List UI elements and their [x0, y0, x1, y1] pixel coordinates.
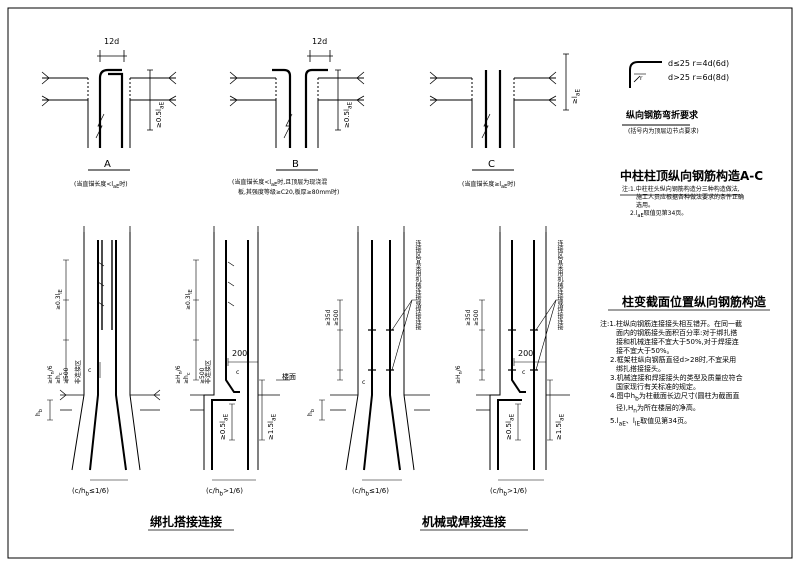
c-label-a: c	[88, 367, 92, 374]
section1-notes: 注:1.中柱柱头纵向钢筋构造分三种构造做法, 施工人员应根据各种做法要求的条件正…	[622, 186, 745, 220]
dim-b-anchor: ≥0.5laE	[343, 101, 354, 128]
lap-zone-1: 非连接区	[75, 359, 82, 384]
ratio-2: (c/hb>1/6)	[206, 487, 243, 498]
dim-lower-b: ≥1.5laE	[267, 413, 278, 440]
c-label-c: c	[362, 379, 366, 386]
lap-zone-2: 非连接区	[205, 359, 212, 384]
sheet-border	[7, 7, 793, 559]
section1-title: 中柱柱顶纵向钢筋构造A-C	[620, 169, 764, 183]
dim-12d-a: 12d	[104, 37, 120, 46]
dim-500-1: ≥500	[333, 309, 340, 326]
lower-detail-4-drawing	[476, 226, 570, 481]
side-note-2: 连接区宜采用机械连接或焊接连接	[556, 240, 563, 330]
label-a: A	[104, 159, 111, 170]
side-note-1: 连接区宜采用机械连接或焊接连接	[414, 240, 421, 330]
hb-label-b: hb	[307, 409, 317, 416]
label-b: B	[292, 159, 299, 170]
c-label-d: c	[522, 369, 526, 376]
bend-line-1: d≤25 r=4d(6d)	[668, 59, 730, 68]
bend-subtitle: (括号内为顶层边节点要求)	[628, 128, 699, 135]
detail-c-drawing	[429, 53, 569, 171]
caption-b-1: (当直锚长度<laE时,且顶层为现浇混	[232, 179, 328, 189]
c-label-b: c	[236, 369, 240, 376]
title-right: 机械或焊接连接	[422, 515, 507, 529]
dim-12d-b: 12d	[312, 37, 328, 46]
label-c: C	[488, 159, 495, 170]
ratio-3: (c/hb≤1/6)	[352, 487, 389, 498]
dim-35d-1: ≥35d	[325, 309, 332, 326]
dim-hc-2: ≥hc	[183, 372, 193, 384]
dim-lower-c: ≥0.5laE	[505, 413, 516, 440]
detail-a-drawing	[41, 50, 177, 171]
dim-35d-2: ≥35d	[465, 309, 472, 326]
caption-b-2: 板,其强度等级≥C20,板厚≥80mm时)	[238, 189, 340, 196]
section2-title: 柱变截面位置纵向钢筋构造	[622, 295, 767, 309]
caption-a: (当直锚长度<laE时)	[74, 181, 128, 191]
title-left: 绑扎搭接连接	[150, 515, 223, 529]
hb-label-a: hb	[35, 409, 45, 416]
dim-200-b: 200	[518, 349, 534, 358]
detail-b-drawing	[229, 50, 365, 171]
dim-c-anchor: ≥laE	[571, 88, 582, 104]
bend-detail-drawing	[622, 61, 690, 126]
lower-detail-3-drawing	[319, 226, 430, 481]
section2-notes: 注:1.柱纵向钢筋连接接头相互错开。在同一截 面内的钢筋接头面积百分率:对于绑扎…	[600, 320, 743, 428]
bend-line-2: d>25 r=6d(8d)	[668, 73, 730, 82]
dim-h6-3: ≥Hn/6	[455, 365, 465, 384]
lower-detail-2-drawing	[190, 226, 290, 481]
floor-label-a: 楼面	[282, 373, 296, 381]
dim-a-anchor: ≥0.5laE	[155, 101, 166, 128]
ratio-4: (c/hb>1/6)	[490, 487, 527, 498]
dim-03-2: ≥0.3llE	[185, 289, 195, 310]
dim-200-a: 200	[232, 349, 248, 358]
dim-lower-d: ≥1.5laE	[555, 413, 566, 440]
bend-r-label: r	[640, 75, 643, 82]
lower-detail-1-drawing	[47, 226, 161, 481]
caption-c: (当直锚长度≥laE时)	[462, 181, 516, 191]
dim-03-1: ≥0.3llE	[55, 289, 65, 310]
ratio-1: (c/hb≤1/6)	[72, 487, 109, 498]
bend-title: 纵向钢筋弯折要求	[626, 111, 699, 121]
dim-500-a: ≥500	[63, 367, 70, 384]
dim-lower-a: ≥0.5laE	[219, 413, 230, 440]
dim-500-2: ≥500	[473, 309, 480, 326]
